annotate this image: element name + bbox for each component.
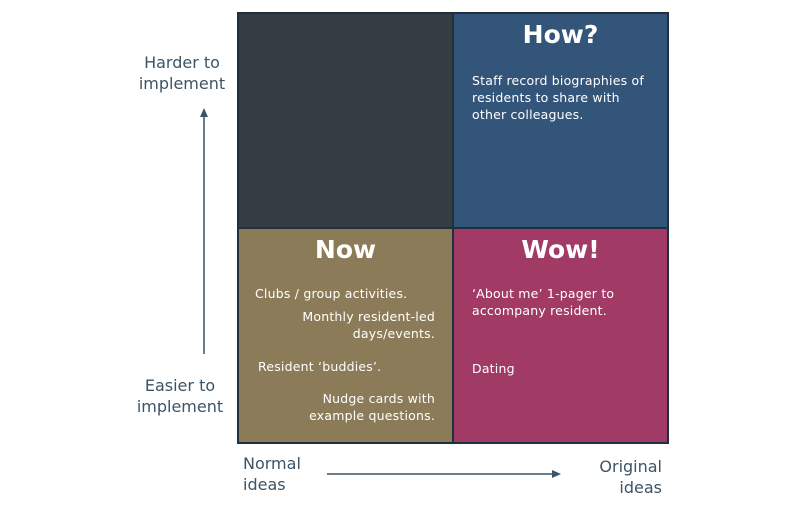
y-axis-arrow-head (200, 108, 208, 117)
quadrant-how-title: How? (522, 20, 599, 49)
x-axis-right-label-line2: ideas (619, 478, 662, 497)
y-axis-bottom-label-line1: Easier to (144, 376, 216, 395)
how-item-1: Staff record biographies of residents to… (472, 72, 644, 123)
now-item-nudge-cards: Nudge cards with example questions. (309, 390, 435, 424)
quadrant-top-left (239, 14, 454, 229)
x-axis-left-label-line1: Normal (243, 454, 301, 473)
y-axis-bottom-label: Easier to implement (130, 375, 230, 417)
y-axis-top-label-line2: implement (138, 74, 226, 93)
quadrant-wow: Wow! ‘About me’ 1-pager to accompany res… (454, 229, 667, 442)
x-axis-right-label: Original ideas (586, 456, 662, 498)
now-item-monthly-line2: days/events. (352, 326, 435, 341)
now-item-monthly-line1: Monthly resident-led (302, 309, 435, 324)
how-item-line3: other colleagues. (472, 107, 584, 122)
y-axis-bottom-label-line2: implement (136, 397, 224, 416)
now-item-nudge-line1: Nudge cards with (322, 391, 435, 406)
how-item-line1: Staff record biographies of (472, 73, 644, 88)
now-item-clubs: Clubs / group activities. (255, 286, 408, 301)
now-item-nudge-line2: example questions. (309, 408, 435, 423)
y-axis-top-label: Harder to implement (132, 52, 232, 94)
wow-item-about-me-line1: ‘About me’ 1-pager to (472, 286, 615, 301)
how-item-line2: residents to share with (472, 90, 620, 105)
x-axis-left-label-line2: ideas (243, 475, 286, 494)
now-item-monthly-events: Monthly resident-led days/events. (302, 308, 435, 342)
quadrant-now: Now Clubs / group activities. Monthly re… (239, 229, 454, 442)
quadrant-how: How? Staff record biographies of residen… (454, 14, 667, 229)
idea-matrix: How? Staff record biographies of residen… (237, 12, 669, 444)
wow-item-dating: Dating (472, 361, 515, 376)
quadrant-now-title: Now (314, 235, 377, 264)
y-axis-top-label-line1: Harder to (144, 53, 220, 72)
wow-item-about-me-line2: accompany resident. (472, 303, 607, 318)
now-item-buddies: Resident ‘buddies’. (258, 359, 382, 374)
x-axis-left-label: Normal ideas (243, 453, 301, 495)
quadrant-wow-title: Wow! (521, 235, 600, 264)
x-axis-right-label-line1: Original (599, 457, 662, 476)
wow-item-about-me: ‘About me’ 1-pager to accompany resident… (472, 285, 614, 319)
x-axis-arrow-head (552, 470, 561, 478)
